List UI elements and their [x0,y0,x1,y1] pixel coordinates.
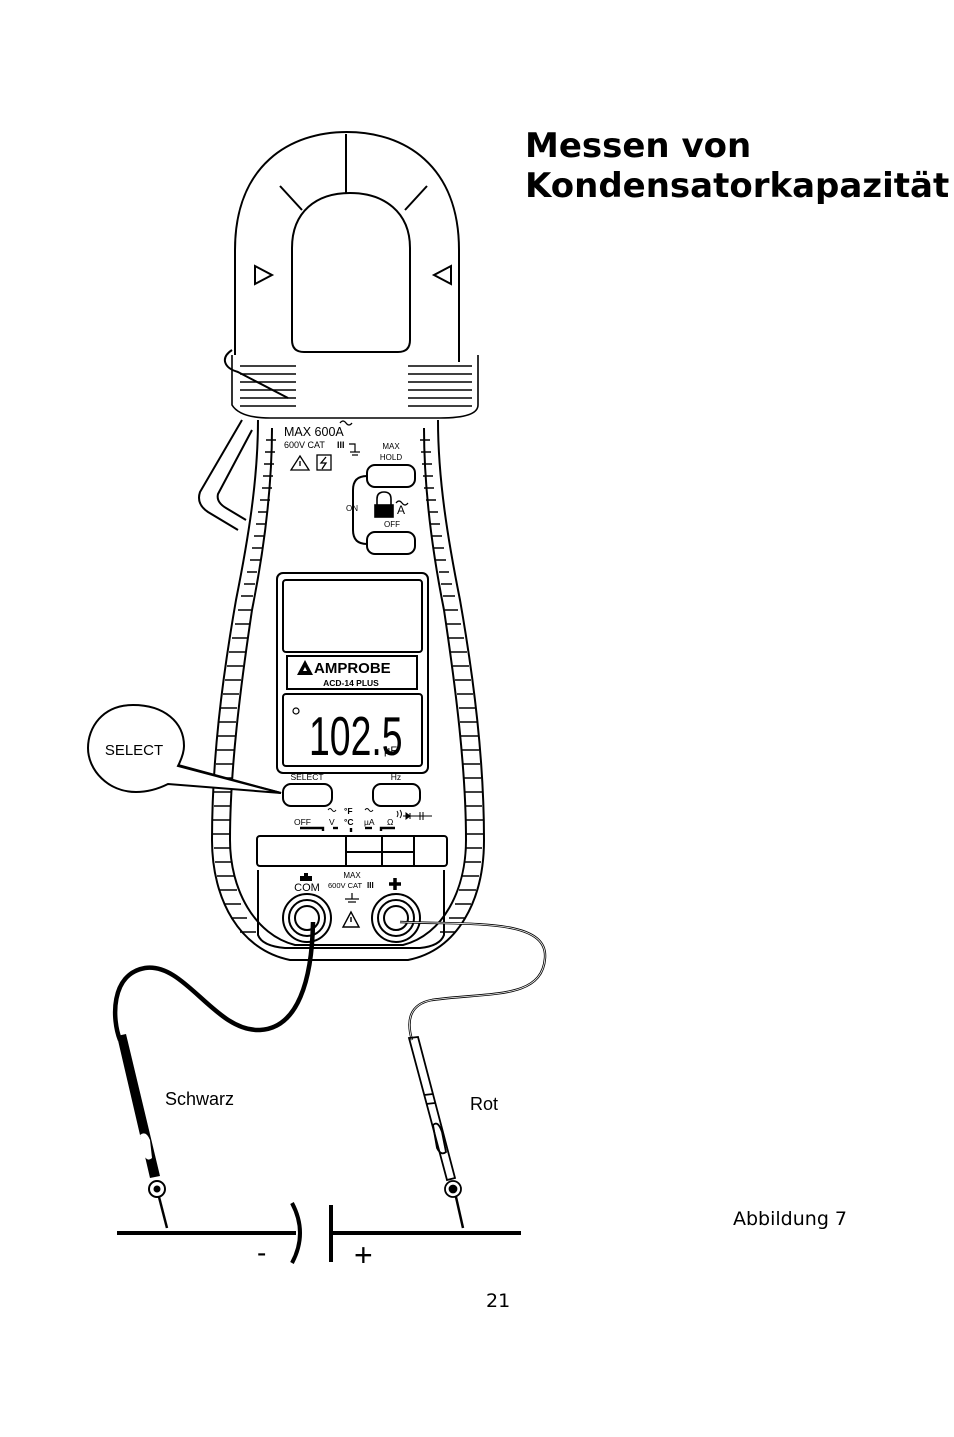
max-hold-label-1: MAX [382,442,400,451]
jack-rating-roman: III [367,881,374,890]
brand-name: AMPROBE [314,660,391,677]
high-voltage-icon [316,454,332,471]
hz-button[interactable] [372,783,421,807]
lower-panel [256,835,448,949]
dial-v: V [329,817,335,827]
max-hold-button[interactable] [366,464,416,488]
display-housing [276,572,429,774]
function-selector[interactable]: OFF V °F °C µA Ω [294,806,432,832]
warning-icon [289,454,311,471]
dial-ohm: Ω [387,817,393,827]
jack-rating-label: 600V CAT [328,881,362,890]
red-probe [407,1036,465,1229]
black-probe [117,1034,169,1229]
brand-logo: AMPROBE ACD-14 PLUS [297,660,391,688]
grip-ribs [213,439,483,933]
ground-icon [349,443,360,456]
figure-caption: Abbildung 7 [733,1208,848,1230]
lock-icon [374,491,394,518]
clamp-trigger[interactable] [198,349,289,531]
red-test-lead-wire [399,920,547,1041]
positive-jack[interactable] [371,893,421,943]
ac-v-tilde-icon [327,808,337,812]
black-test-lead-wire [112,921,316,1041]
select-callout-text: SELECT [105,742,163,759]
dial-temp-f: °F [344,806,353,816]
minus-label: - [257,1237,266,1268]
jack-warning-icon [341,910,361,928]
plus-label: + [354,1237,373,1273]
hz-button-label: Hz [391,772,401,782]
page-number: 21 [486,1290,511,1312]
com-jack[interactable] [282,893,332,943]
display-unit: µF [384,745,397,757]
power-bracket [352,475,368,545]
select-button-label: SELECT [290,772,323,782]
page-title: Messen von Kondensatorkapazität [525,126,950,206]
title-line-2: Kondensatorkapazität [525,166,950,206]
max-current-label: MAX 600A [284,425,344,439]
ac-tilde-icon [339,420,353,426]
on-label: ON [346,504,358,513]
cat-rating: 600V CAT [284,440,325,450]
title-line-1: Messen von [525,126,752,166]
ac-amp-tilde-icon [395,500,409,506]
dial-micro-amp: µA [364,817,375,827]
clamp-jaw [234,130,460,362]
off-label: OFF [384,520,400,529]
model-name: ACD-14 PLUS [323,678,379,688]
auto-power-icon [292,707,300,715]
dial-off: OFF [294,817,311,827]
continuity-diode-capacitor-icons [396,809,432,820]
capacitor-symbol [117,1202,521,1264]
red-lead-label: Rot [470,1094,498,1114]
select-button[interactable] [282,783,333,807]
jack-ground-icon [345,893,359,903]
com-minus-icon [300,873,312,881]
ac-amp-symbol: A [397,503,405,517]
com-label: COM [294,882,320,894]
max-hold-label-2: HOLD [380,453,402,462]
ac-micro-amp-tilde-icon [364,808,374,812]
display-reading: 102.5 [309,705,403,767]
front-panel-top: MAX 600A 600V CAT III MAX HOLD [284,420,402,471]
dial-temp-c: °C [344,817,354,827]
cat-rating-roman: III [337,440,345,450]
select-callout: SELECT [86,703,282,794]
power-off-button[interactable] [366,531,416,555]
meter-body [210,419,486,961]
jack-max-label: MAX [343,871,361,880]
ribbed-neck [231,355,479,419]
black-lead-label: Schwarz [165,1089,234,1109]
plus-jack-icon [389,878,401,890]
